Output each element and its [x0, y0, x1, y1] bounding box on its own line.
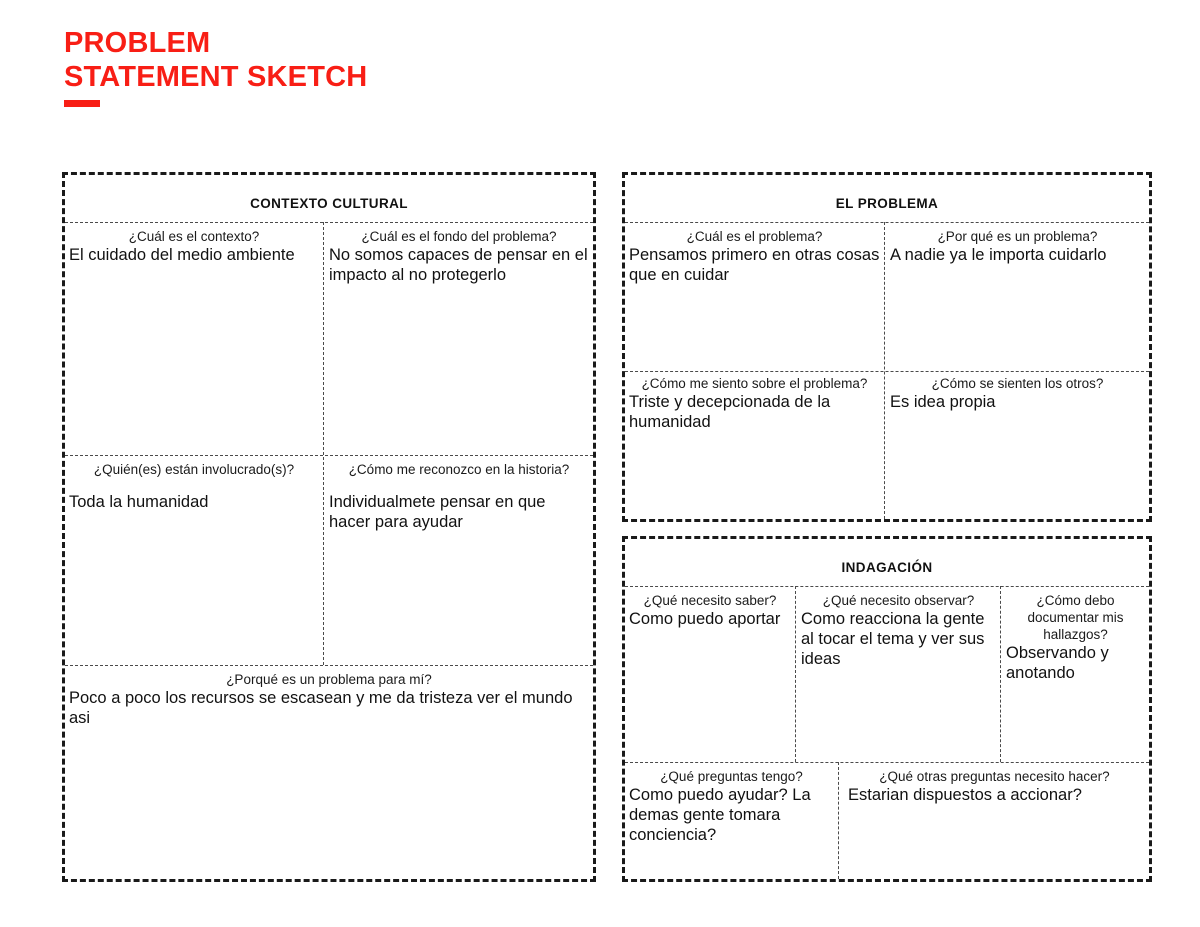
cell-question: ¿Cuál es el fondo del problema? [361, 229, 557, 244]
cell-question: ¿Qué necesito saber? [643, 593, 777, 608]
panel-el-problema: EL PROBLEMA ¿Cuál es el problema? Pensam… [622, 172, 1152, 522]
cell-que-otras-preguntas-necesito-hacer[interactable]: ¿Qué otras preguntas necesito hacer? Est… [840, 764, 1149, 879]
cell-question: ¿Qué necesito observar? [822, 593, 975, 608]
cell-question: ¿Quién(es) están involucrado(s)? [93, 462, 295, 477]
cell-answer: A nadie ya le importa cuidarlo [890, 246, 1107, 264]
cell-answer: Individualmete pensar en que hacer para … [329, 493, 546, 531]
divider-indagacion-col1 [795, 586, 796, 762]
cell-answer: Estarian dispuestos a accionar? [848, 786, 1082, 804]
cell-como-me-siento-sobre-el-problema[interactable]: ¿Cómo me siento sobre el problema? Trist… [625, 373, 884, 519]
cell-question: ¿Cuál es el contexto? [128, 229, 260, 244]
cell-answer: No somos capaces de pensar en el impacto… [329, 246, 588, 284]
cell-answer: Como puedo aportar [629, 610, 781, 628]
cell-answer: Observando y anotando [1006, 644, 1109, 682]
cell-question: ¿Cuál es el problema? [686, 229, 823, 244]
cell-que-necesito-saber[interactable]: ¿Qué necesito saber? Como puedo aportar [625, 588, 795, 762]
cell-answer: Poco a poco los recursos se escasean y m… [69, 689, 573, 727]
cell-question: ¿Porqué es un problema para mí? [226, 672, 432, 687]
divider-indagacion-header [625, 586, 1149, 587]
divider-contexto-header [65, 222, 593, 223]
cell-answer: Pensamos primero en otras cosas que en c… [629, 246, 880, 284]
panel-title-el-problema: EL PROBLEMA [835, 196, 939, 211]
cell-question: ¿Cómo se sienten los otros? [931, 376, 1104, 391]
panel-title-indagacion: INDAGACIÓN [841, 560, 933, 575]
cell-que-necesito-observar[interactable]: ¿Qué necesito observar? Como reacciona l… [797, 588, 1000, 762]
panel-title-contexto-cultural: CONTEXTO CULTURAL [250, 196, 408, 211]
cell-question: ¿Cómo debo documentar mis hallazgos? [1027, 593, 1124, 642]
cell-answer: Como puedo ayudar? La demas gente tomara… [629, 786, 811, 844]
cell-answer: Es idea propia [890, 393, 996, 411]
divider-problema-row1 [625, 371, 1149, 372]
page-title-line-1: PROBLEM [64, 27, 211, 59]
divider-contexto-col [323, 222, 324, 665]
divider-indagacion-col2 [1000, 586, 1001, 762]
divider-problema-col [884, 222, 885, 519]
divider-contexto-row1 [65, 455, 593, 456]
cell-answer: El cuidado del medio ambiente [69, 246, 295, 264]
cell-question: ¿Qué preguntas tengo? [660, 769, 803, 784]
cell-cual-es-el-fondo-del-problema[interactable]: ¿Cuál es el fondo del problema? No somos… [325, 224, 593, 455]
cell-answer: Toda la humanidad [69, 493, 209, 511]
page-title-line-2: STATEMENT SKETCH [64, 61, 368, 93]
cell-question: ¿Cómo me siento sobre el problema? [641, 376, 868, 391]
divider-indagacion-col3 [838, 762, 839, 879]
cell-answer: Triste y decepcionada de la humanidad [629, 393, 831, 431]
divider-contexto-row2 [65, 665, 593, 666]
cell-question: ¿Qué otras preguntas necesito hacer? [879, 769, 1110, 784]
cell-quienes-estan-involucrados[interactable]: ¿Quién(es) están involucrado(s)? Toda la… [65, 457, 323, 665]
panel-indagacion: INDAGACIÓN ¿Qué necesito saber? Como pue… [622, 536, 1152, 882]
panel-contexto-cultural: CONTEXTO CULTURAL ¿Cuál es el contexto? … [62, 172, 596, 882]
cell-cual-es-el-problema[interactable]: ¿Cuál es el problema? Pensamos primero e… [625, 224, 884, 371]
cell-question: ¿Cómo me reconozco en la historia? [348, 462, 570, 477]
cell-cual-es-el-contexto[interactable]: ¿Cuál es el contexto? El cuidado del med… [65, 224, 323, 455]
cell-como-debo-documentar-mis-hallazgos[interactable]: ¿Cómo debo documentar mis hallazgos? Obs… [1002, 588, 1149, 762]
cell-que-preguntas-tengo[interactable]: ¿Qué preguntas tengo? Como puedo ayudar?… [625, 764, 838, 879]
cell-porque-es-un-problema-para-mi[interactable]: ¿Porqué es un problema para mí? Poco a p… [65, 667, 593, 879]
title-underline-rule [64, 100, 100, 107]
cell-como-me-reconozco-en-la-historia[interactable]: ¿Cómo me reconozco en la historia? Indiv… [325, 457, 593, 665]
cell-answer: Como reacciona la gente al tocar el tema… [801, 610, 985, 668]
divider-indagacion-row1 [625, 762, 1149, 763]
cell-como-se-sienten-los-otros[interactable]: ¿Cómo se sienten los otros? Es idea prop… [886, 373, 1149, 519]
cell-question: ¿Por qué es un problema? [937, 229, 1098, 244]
divider-problema-header [625, 222, 1149, 223]
cell-por-que-es-un-problema[interactable]: ¿Por qué es un problema? A nadie ya le i… [886, 224, 1149, 371]
page-title: PROBLEM STATEMENT SKETCH [64, 26, 367, 107]
